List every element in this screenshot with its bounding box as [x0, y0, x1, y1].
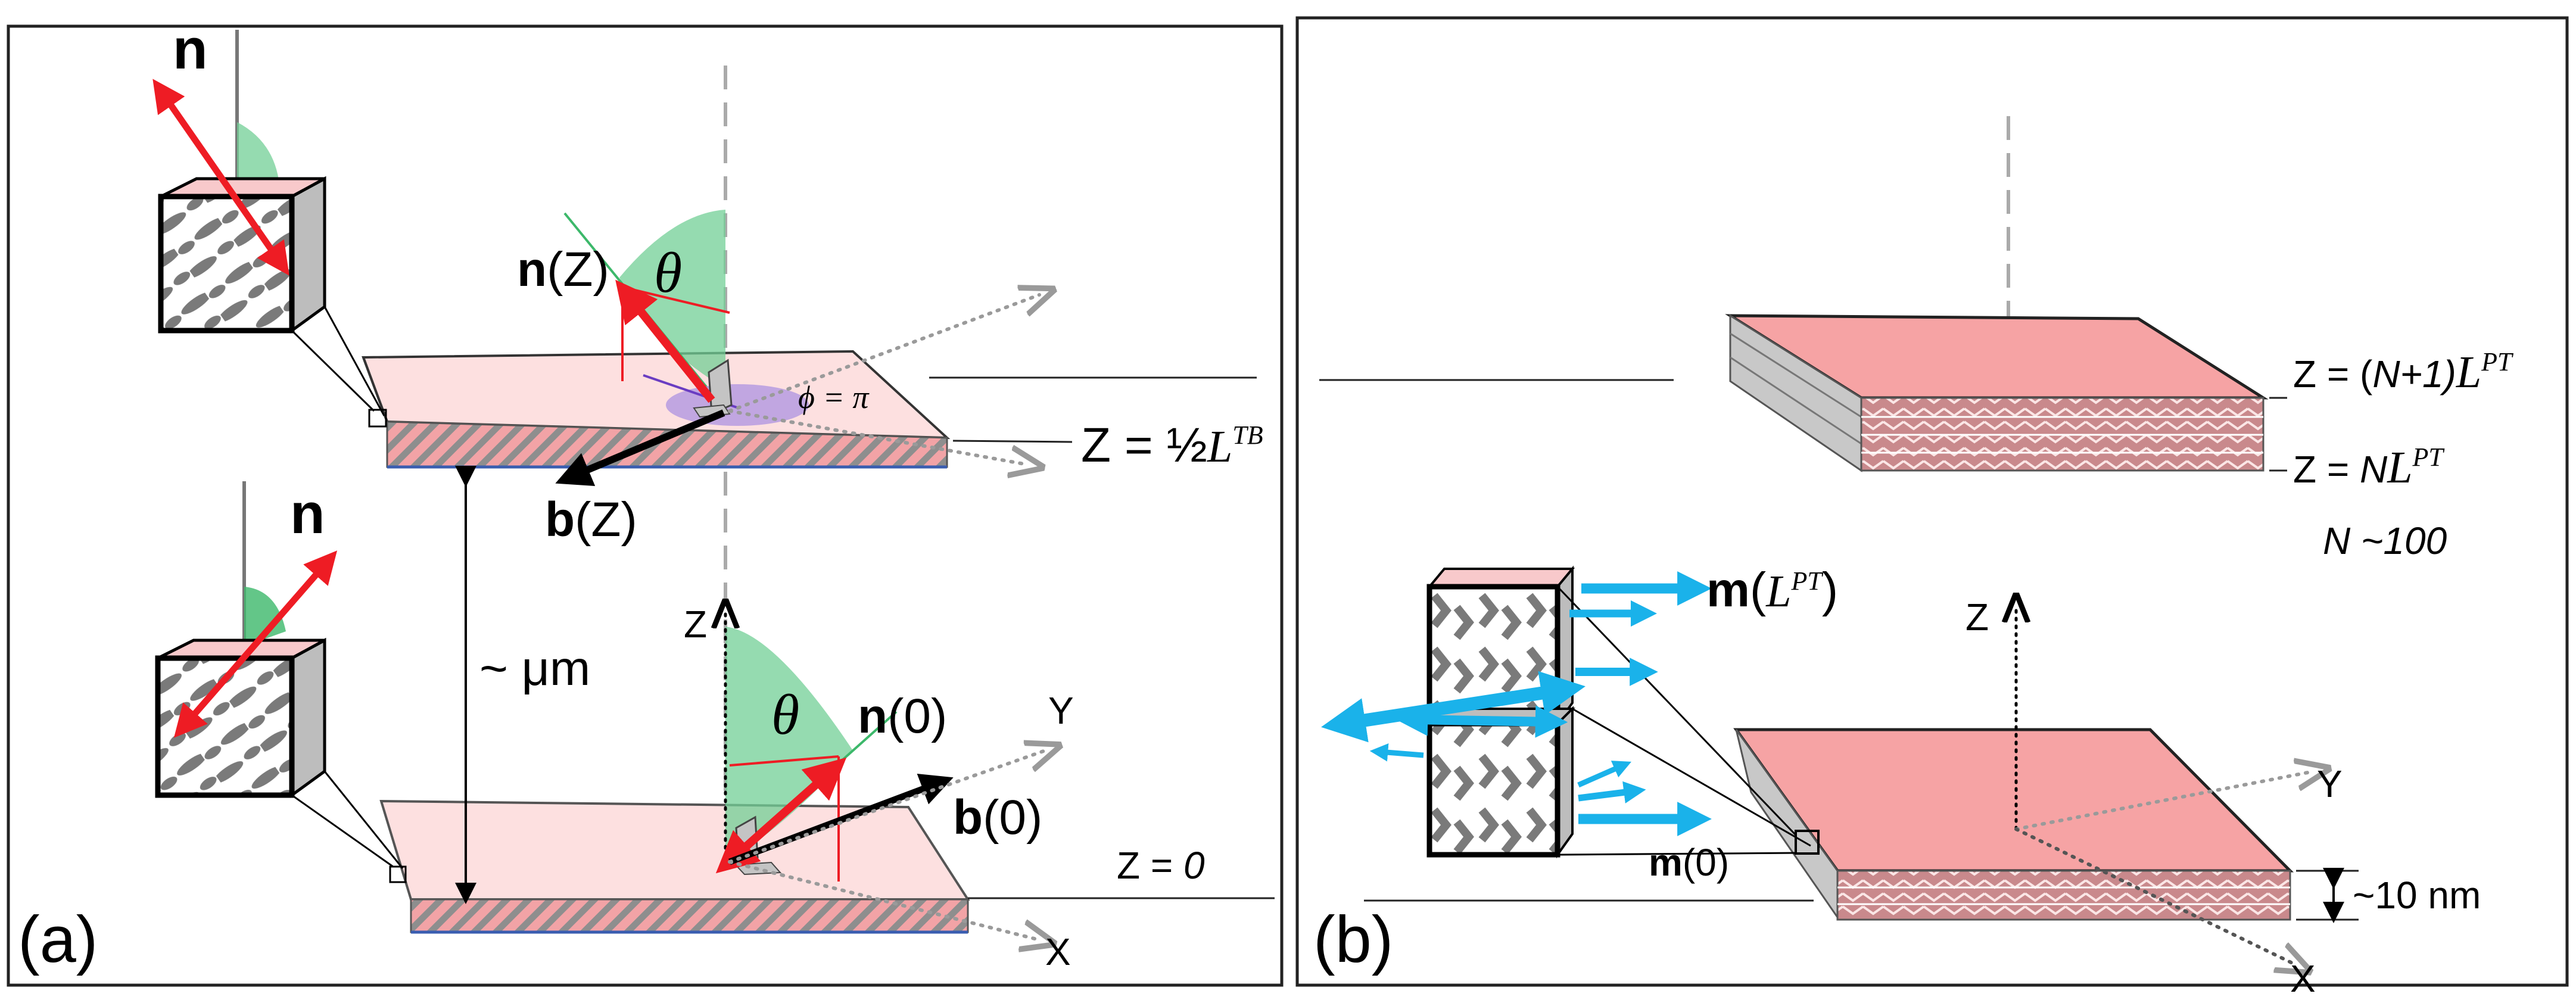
- z-half-label: Z = ½LTB: [1081, 418, 1263, 472]
- thickness-label: ~10 nm: [2353, 874, 2481, 917]
- upper-director-label: n: [173, 17, 208, 81]
- theta-label-upper: θ: [654, 241, 682, 304]
- y-axis-upper: [728, 295, 1039, 413]
- n0-label: n(0): [858, 689, 947, 743]
- level-line-upper-right: [952, 440, 1073, 443]
- upper-zoom-cube: [158, 30, 387, 428]
- polarization-arrows: [1321, 571, 1712, 836]
- bZ-arrow: [555, 409, 725, 487]
- upper-slab: [362, 350, 951, 469]
- axis-x-label-a: X: [1045, 930, 1071, 973]
- lower-director-arrow: [173, 550, 338, 738]
- panel-a-frame: [7, 24, 1284, 987]
- lower-zoom-cube: [155, 481, 407, 883]
- axis-y-label-a: Y: [1048, 689, 1074, 732]
- lower-director-label: n: [290, 482, 325, 546]
- axis-y-label-b: Y: [2317, 762, 2343, 805]
- x-axis-upper: [728, 409, 1027, 465]
- panel-a: ~ μm n n: [7, 17, 1284, 987]
- panel-b: Z = (N+1)LPT Z = NLPT N ~100 Z Y X ~10 n…: [1295, 16, 2569, 1000]
- lower-stack: [1733, 728, 2294, 921]
- axis-x-label-b: X: [2290, 957, 2316, 1000]
- axis-z-label-b: Z: [1966, 596, 1989, 639]
- x-axis-lower: [728, 860, 1039, 940]
- y-axis-lower: [728, 750, 1045, 864]
- b0-label: b(0): [953, 790, 1042, 845]
- nZ-arrow: [615, 279, 715, 403]
- bZ-label: b(Z): [545, 493, 637, 547]
- m-top-label: m(LPT): [1706, 563, 1838, 617]
- spacing-label: ~ μm: [479, 641, 590, 696]
- panel-b-frame: [1295, 16, 2569, 987]
- n-count-label: N ~100: [2323, 519, 2447, 562]
- m0-label: m(0): [1649, 841, 1729, 884]
- bot-level-label: Z = NLPT: [2293, 443, 2445, 493]
- panel-b-tag: (b): [1313, 903, 1393, 976]
- axis-z-label-a: Z: [684, 603, 707, 646]
- top-level-label: Z = (N+1)LPT: [2293, 347, 2514, 397]
- z-zero-label: Z = 0: [1117, 844, 1205, 887]
- x-axis-b: [2014, 827, 2296, 965]
- upper-director-arrow: [152, 79, 289, 276]
- theta-label-lower: θ: [771, 683, 799, 746]
- panel-a-tag: (a): [18, 903, 98, 976]
- lower-slab: [379, 799, 970, 934]
- y-axis-b: [2014, 771, 2314, 831]
- nZ-label: n(Z): [517, 242, 609, 297]
- n0-arrow: [715, 757, 847, 874]
- upper-stack: [1725, 314, 2269, 472]
- phi-label: ϕ = π: [798, 379, 870, 415]
